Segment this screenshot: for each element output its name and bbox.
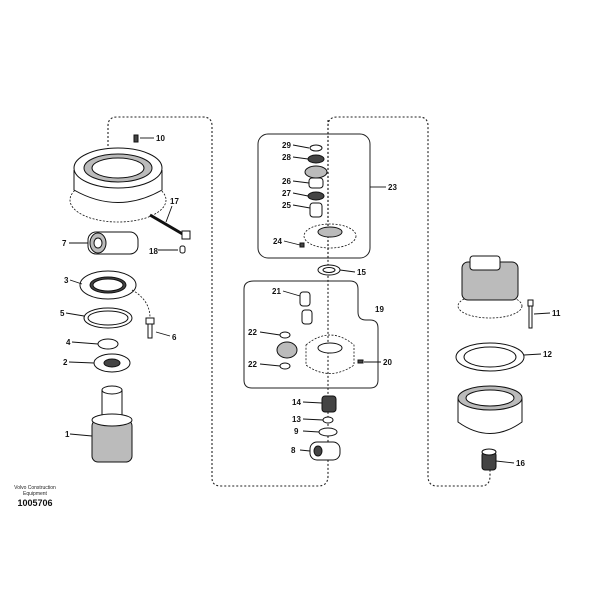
ring-27 (307, 191, 325, 201)
bearing-8 (309, 441, 341, 461)
callout-22-lower: 22 (248, 360, 257, 369)
ring-28 (307, 154, 325, 164)
callout-14: 14 (292, 398, 301, 407)
callout-26: 26 (282, 177, 291, 186)
bolt-path (131, 289, 151, 319)
callout-23: 23 (388, 183, 397, 192)
seal-5 (83, 307, 133, 329)
subassembly-box-23 (257, 133, 371, 259)
callout-1: 1 (65, 430, 70, 439)
callout-4: 4 (66, 338, 71, 347)
callout-15: 15 (357, 268, 366, 277)
plug-10 (133, 134, 139, 143)
bushing-26 (308, 177, 324, 189)
ring-12 (455, 342, 525, 372)
callout-10: 10 (156, 134, 165, 143)
callout-12: 12 (543, 350, 552, 359)
ring-22-upper (279, 331, 291, 339)
snap-ring-9 (318, 427, 338, 437)
ring-gear-housing (69, 147, 167, 223)
ring-gear (457, 385, 523, 434)
callout-19: 19 (375, 305, 384, 314)
ring-29 (309, 144, 323, 152)
assembly-path (107, 116, 491, 487)
drawing-caption: Volvo Construction Equipment 1005706 (4, 485, 66, 508)
subassembly-box-19 (243, 280, 379, 389)
ring-13 (322, 416, 334, 424)
callout-5: 5 (60, 309, 65, 318)
callout-2: 2 (63, 358, 68, 367)
planet-gear (276, 341, 298, 359)
leader-lines (65, 137, 551, 464)
bolt-11 (527, 299, 534, 329)
bolt-6 (145, 317, 155, 339)
bolt-17 (149, 213, 191, 240)
callout-17: 17 (170, 197, 179, 206)
callout-28: 28 (282, 153, 291, 162)
pin-20 (357, 359, 364, 364)
washer-15 (317, 264, 341, 276)
ring-22-lower (279, 362, 291, 370)
pin-24 (299, 242, 305, 248)
callout-3: 3 (64, 276, 69, 285)
callout-6: 6 (172, 333, 177, 342)
callout-18: 18 (149, 247, 158, 256)
callout-9: 9 (294, 427, 299, 436)
callout-21: 21 (272, 287, 281, 296)
pins-21 (299, 291, 313, 325)
cover-3 (79, 270, 137, 300)
callout-13: 13 (292, 415, 301, 424)
callout-7: 7 (62, 239, 67, 248)
gear-top (304, 165, 328, 179)
callout-11: 11 (552, 309, 561, 318)
company-name: Volvo Construction Equipment (14, 485, 56, 497)
callout-25: 25 (282, 201, 291, 210)
callout-27: 27 (282, 189, 291, 198)
callout-16: 16 (516, 459, 525, 468)
sun-gear-14 (321, 395, 337, 413)
callout-22-upper: 22 (248, 328, 257, 337)
carrier-23 (303, 223, 357, 249)
callout-24: 24 (273, 237, 282, 246)
sleeve-25 (309, 202, 323, 218)
pinion-shaft-1 (91, 385, 133, 463)
carrier-19 (305, 334, 355, 374)
plug-18 (179, 245, 186, 254)
drawing-number: 1005706 (17, 498, 53, 508)
swing-motor (457, 255, 523, 319)
callout-8: 8 (291, 446, 296, 455)
bearing-2 (93, 353, 131, 373)
o-ring-4 (97, 338, 119, 350)
bearing-7 (87, 231, 139, 255)
pinion-16 (481, 448, 497, 471)
callout-20: 20 (383, 358, 392, 367)
callout-29: 29 (282, 141, 291, 150)
